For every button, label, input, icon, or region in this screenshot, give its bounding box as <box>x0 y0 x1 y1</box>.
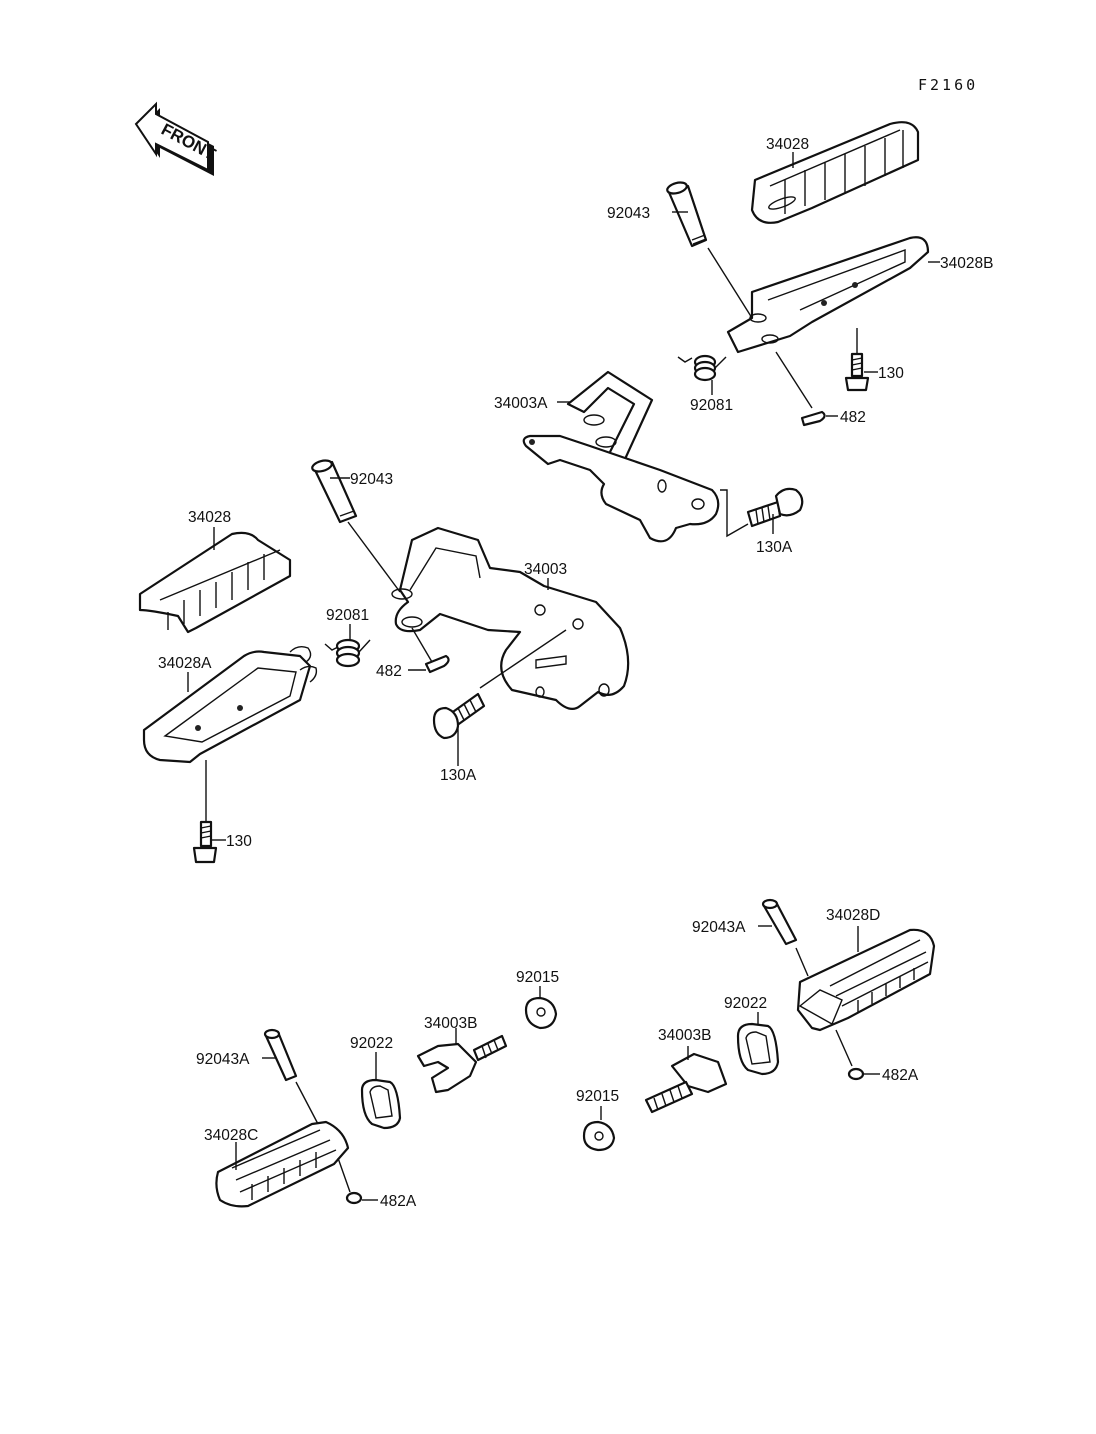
label-34028D: 34028D <box>826 907 880 924</box>
bolt-left <box>192 820 218 864</box>
label-34028C: 34028C <box>204 1127 258 1144</box>
label-92043A-right: 92043A <box>692 919 746 936</box>
spring-rear-right <box>677 354 727 382</box>
assembly-line <box>337 1157 351 1193</box>
footpeg-rubber-rear-right <box>750 121 920 224</box>
assembly-line <box>835 1029 853 1067</box>
pivot-pin-left <box>311 459 358 524</box>
assembly-line <box>479 629 567 689</box>
label-34028-left: 34028 <box>188 509 231 526</box>
label-92081-left: 92081 <box>326 607 369 624</box>
assembly-line <box>720 489 749 538</box>
label-34003B-left: 34003B <box>424 1015 477 1032</box>
label-92043-rear-right: 92043 <box>607 205 650 222</box>
pivot-pin-rear-right <box>666 181 708 248</box>
footpeg-rubber-left <box>138 531 292 634</box>
label-482-rear-right: 482 <box>840 409 866 426</box>
label-92022-left: 92022 <box>350 1035 393 1052</box>
clip-rear-right <box>800 410 826 427</box>
bolt-bracket-left <box>432 692 486 740</box>
bolt-bracket-right <box>746 487 804 528</box>
assembly-line <box>707 247 753 319</box>
flange-nut-upper <box>524 996 558 1030</box>
bolt-rear-right <box>844 352 870 392</box>
front-arrow-icon: FRONT <box>134 101 219 176</box>
label-482A-left: 482A <box>380 1193 417 1210</box>
label-92015-lower: 92015 <box>576 1088 619 1105</box>
pivot-pin-front-left <box>263 1028 298 1082</box>
label-34003A: 34003A <box>494 395 548 412</box>
assembly-line <box>795 947 809 977</box>
clip-front-right <box>847 1067 865 1081</box>
label-130A-left: 130A <box>440 767 477 784</box>
label-34003B-right: 34003B <box>658 1027 711 1044</box>
clip-front-left <box>345 1191 363 1205</box>
damper-left <box>360 1078 402 1130</box>
pivot-pin-front-right <box>761 898 798 946</box>
label-482A-right: 482A <box>882 1067 919 1084</box>
assembly-line <box>411 627 433 663</box>
flange-nut-lower <box>582 1120 616 1152</box>
reference-code: F2160 <box>918 76 978 94</box>
assembly-line <box>295 1081 319 1125</box>
label-130A-right: 130A <box>756 539 793 556</box>
assembly-line <box>347 521 401 593</box>
label-130-left: 130 <box>226 833 252 850</box>
bracket-right <box>522 370 720 543</box>
label-482-left: 482 <box>376 663 402 680</box>
footpeg-rear-right <box>726 236 930 354</box>
assembly-line <box>775 351 813 409</box>
footpeg-left <box>142 645 318 764</box>
holder-left <box>416 1034 508 1094</box>
label-34028A: 34028A <box>158 655 212 672</box>
clip-left <box>424 654 450 674</box>
label-92015-upper: 92015 <box>516 969 559 986</box>
label-34003: 34003 <box>524 561 567 578</box>
footpeg-front-left <box>215 1120 350 1208</box>
bracket-left <box>391 526 630 711</box>
spring-left <box>324 638 371 668</box>
damper-right <box>736 1022 780 1076</box>
holder-right <box>644 1052 728 1114</box>
footpeg-front-right <box>796 928 936 1032</box>
label-92022-right: 92022 <box>724 995 767 1012</box>
label-92081-rear-right: 92081 <box>690 397 733 414</box>
label-92043A-left: 92043A <box>196 1051 250 1068</box>
label-34028B: 34028B <box>940 255 993 272</box>
label-92043-left: 92043 <box>350 471 393 488</box>
label-34028-rear-right: 34028 <box>766 136 809 153</box>
label-130-rear-right: 130 <box>878 365 904 382</box>
